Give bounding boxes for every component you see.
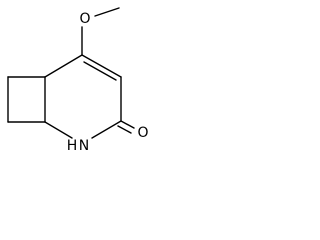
bond-alkene-double-outer xyxy=(81,54,122,78)
chemical-structure-diagram: O O N H xyxy=(7,7,149,154)
bond-carbonyl-double-a xyxy=(120,120,135,129)
ring-nitrogen-hydrogen-label: H xyxy=(67,138,78,154)
ring-nitrogen-label: N xyxy=(79,138,89,154)
bond-bridgehead-top-to-alkene-carbon xyxy=(44,54,83,78)
bond-nh-to-bridgehead-bottom xyxy=(44,121,73,139)
carbonyl-oxygen-label: O xyxy=(137,125,148,141)
bond-carbonyl-double-b xyxy=(117,125,132,134)
bond-carbonyl-carbon-to-nh xyxy=(91,120,122,139)
methoxy-oxygen-label: O xyxy=(79,11,90,27)
bond-methyl-to-methoxy-oxygen xyxy=(94,7,120,17)
bond-alkene-double-inner xyxy=(83,61,117,81)
